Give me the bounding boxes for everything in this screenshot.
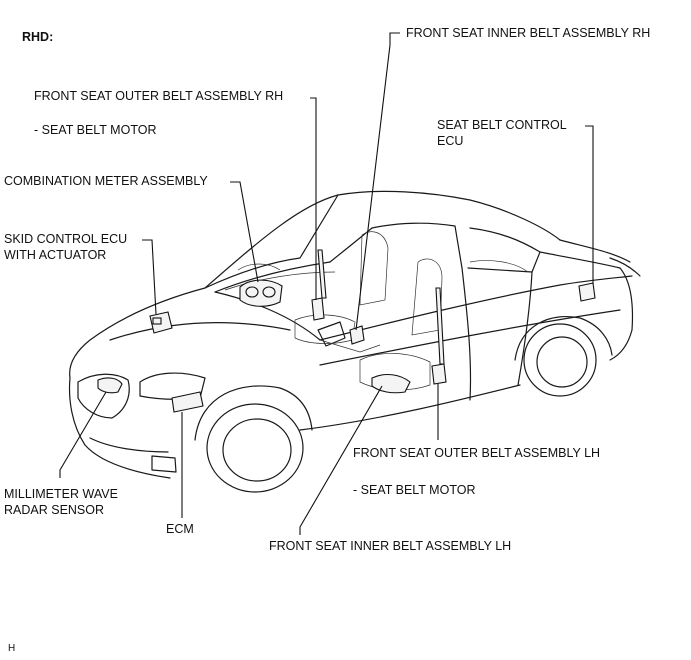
label-skid-control-ecu-line1: SKID CONTROL ECU	[4, 232, 128, 246]
meter-dial-2	[262, 286, 276, 298]
variant-label: RHD:	[22, 30, 54, 44]
outer-belt-rh-part	[311, 297, 325, 321]
trunk	[609, 257, 641, 277]
leader-combo-meter	[230, 181, 259, 283]
leader-belt-ecu	[585, 125, 594, 284]
lower-intake	[89, 437, 169, 453]
car-roof-line	[204, 190, 561, 289]
figure-code: H	[8, 643, 16, 654]
side-sill	[299, 384, 521, 431]
label-millimeter-wave-radar-line1: MILLIMETER WAVE	[4, 487, 118, 501]
side-window-front	[371, 222, 463, 269]
belt-webbing-lh	[435, 287, 445, 365]
label-combination-meter-assembly: COMBINATION METER ASSEMBLY	[4, 174, 208, 188]
ecm-part	[171, 391, 204, 413]
inner-belt-lh-part	[371, 373, 411, 394]
label-skid-control-ecu-line2: WITH ACTUATOR	[4, 248, 107, 262]
front-wheel-outer	[206, 403, 304, 493]
leader-radar	[59, 391, 107, 478]
leader-lines	[59, 32, 594, 535]
grille	[77, 373, 130, 419]
rear-wheel-outer	[523, 323, 597, 397]
components	[97, 249, 596, 413]
rear-wheel-inner	[536, 336, 588, 388]
leader-outer-rh	[310, 97, 317, 300]
label-outer-rh-seat-belt-motor: - SEAT BELT MOTOR	[34, 123, 157, 137]
rear-glass	[539, 251, 621, 269]
door-seam-rear	[517, 271, 533, 386]
headlamp	[139, 372, 206, 400]
inner-belt-rh-part	[349, 325, 365, 345]
interior-lines	[224, 231, 529, 391]
meter-dial-1	[245, 286, 259, 298]
rear-wheel-arch	[514, 316, 613, 361]
fog-lamp	[151, 455, 177, 473]
label-seat-belt-control-ecu-line2: ECU	[437, 134, 464, 148]
hood-front	[69, 287, 206, 379]
center-console	[319, 339, 381, 353]
label-outer-lh-seat-belt-motor: - SEAT BELT MOTOR	[353, 483, 476, 497]
leader-inner-lh	[299, 385, 383, 535]
front-bumper	[68, 377, 171, 479]
label-seat-belt-control-ecu-line1: SEAT BELT CONTROL	[437, 118, 567, 132]
label-front-seat-outer-belt-rh: FRONT SEAT OUTER BELT ASSEMBLY RH	[34, 89, 284, 103]
belt-webbing-rh	[317, 249, 327, 299]
label-front-seat-outer-belt-lh: FRONT SEAT OUTER BELT ASSEMBLY LH	[353, 446, 601, 460]
character-line	[319, 309, 621, 366]
door-seam-front	[461, 267, 472, 401]
windshield-lower	[214, 261, 331, 293]
outer-belt-lh-part	[431, 363, 447, 385]
leader-skid-ecu	[142, 239, 157, 315]
front-wheel-inner	[222, 418, 292, 482]
label-front-seat-inner-belt-lh: FRONT SEAT INNER BELT ASSEMBLY LH	[269, 539, 512, 553]
label-ecm: ECM	[166, 522, 194, 536]
hood-side	[214, 291, 321, 341]
skid-ecu-connector	[152, 317, 162, 325]
windshield	[204, 194, 339, 289]
hood-crease	[109, 322, 291, 341]
label-millimeter-wave-radar-line2: RADAR SENSOR	[4, 503, 105, 517]
seat-belt-control-ecu-part	[578, 282, 596, 302]
leader-inner-rh	[355, 32, 400, 331]
car-roof-rear	[559, 239, 631, 263]
front-wheel-arch	[194, 385, 313, 441]
side-window-rear	[467, 227, 541, 273]
radar-sensor-part	[97, 377, 123, 394]
label-front-seat-inner-belt-rh: FRONT SEAT INNER BELT ASSEMBLY RH	[406, 26, 651, 40]
rear-seat	[469, 260, 529, 273]
beltline	[319, 275, 633, 341]
rh-seat-back	[359, 231, 389, 306]
steering-wheel	[237, 263, 281, 271]
a-pillar	[329, 227, 373, 263]
rear-quarter	[609, 267, 634, 361]
car-outline	[68, 190, 641, 493]
